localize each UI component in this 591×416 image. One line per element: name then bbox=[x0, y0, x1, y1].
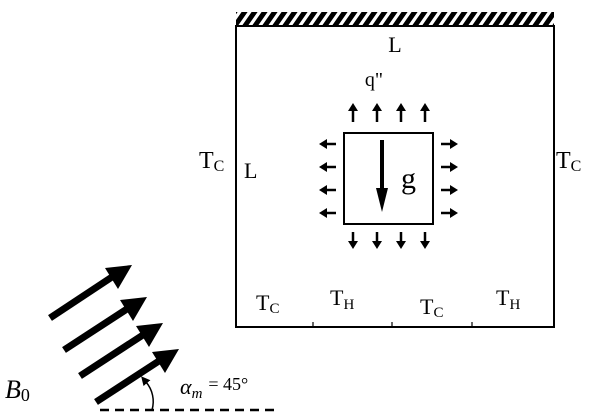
bottom-segment-3-temperature: TC bbox=[420, 294, 443, 321]
top-length-label: L bbox=[388, 32, 401, 57]
flux-arrow-icon bbox=[396, 103, 406, 122]
left-length-label: L bbox=[244, 158, 257, 183]
enclosure-boundary bbox=[235, 25, 555, 328]
flux-arrow-icon bbox=[319, 162, 336, 172]
flux-arrow-icon bbox=[319, 208, 336, 218]
flux-arrow-icon bbox=[319, 185, 336, 195]
bottom-segment-4-temperature: TH bbox=[496, 285, 520, 313]
flux-arrow-icon bbox=[441, 185, 458, 195]
magnetic-field-arrow-icon bbox=[48, 265, 132, 321]
gravity-label: g bbox=[401, 162, 416, 195]
flux-arrows-bottom bbox=[348, 232, 430, 249]
angle-label: αm= 45° bbox=[180, 374, 248, 402]
hatched-adiabatic-wall bbox=[236, 12, 554, 26]
magnetic-field-arrow-icon bbox=[62, 297, 147, 353]
flux-arrow-icon bbox=[348, 232, 358, 249]
angle-arc bbox=[141, 376, 154, 411]
flux-arrow-icon bbox=[319, 139, 336, 149]
magnetic-field-label: B0 bbox=[5, 375, 30, 405]
heat-flux-label: q" bbox=[365, 69, 383, 91]
flux-arrows-right bbox=[441, 139, 458, 218]
flux-arrow-icon bbox=[420, 232, 430, 249]
flux-arrow-icon bbox=[348, 103, 358, 122]
bottom-segment-2-temperature: TH bbox=[330, 285, 354, 313]
magnetic-field-arrow-icon bbox=[78, 323, 163, 379]
flux-arrow-icon bbox=[441, 208, 458, 218]
flux-arrow-icon bbox=[420, 103, 430, 122]
flux-arrow-icon bbox=[372, 103, 382, 122]
flux-arrow-icon bbox=[441, 162, 458, 172]
gravity-arrow-icon bbox=[376, 140, 388, 212]
left-wall-temperature: TC bbox=[199, 148, 224, 175]
flux-arrow-icon bbox=[396, 232, 406, 249]
flux-arrow-icon bbox=[372, 232, 382, 249]
right-wall-temperature: TC bbox=[556, 148, 581, 175]
bottom-segment-ticks bbox=[312, 322, 473, 327]
flux-arrows-left bbox=[319, 139, 336, 218]
magnetic-field-arrow-icon bbox=[94, 349, 179, 405]
magnetic-field-arrows bbox=[48, 265, 179, 405]
flux-arrow-icon bbox=[441, 139, 458, 149]
bottom-segment-1-temperature: TC bbox=[256, 290, 279, 317]
heated-block bbox=[343, 132, 434, 225]
flux-arrows-top bbox=[348, 103, 430, 122]
